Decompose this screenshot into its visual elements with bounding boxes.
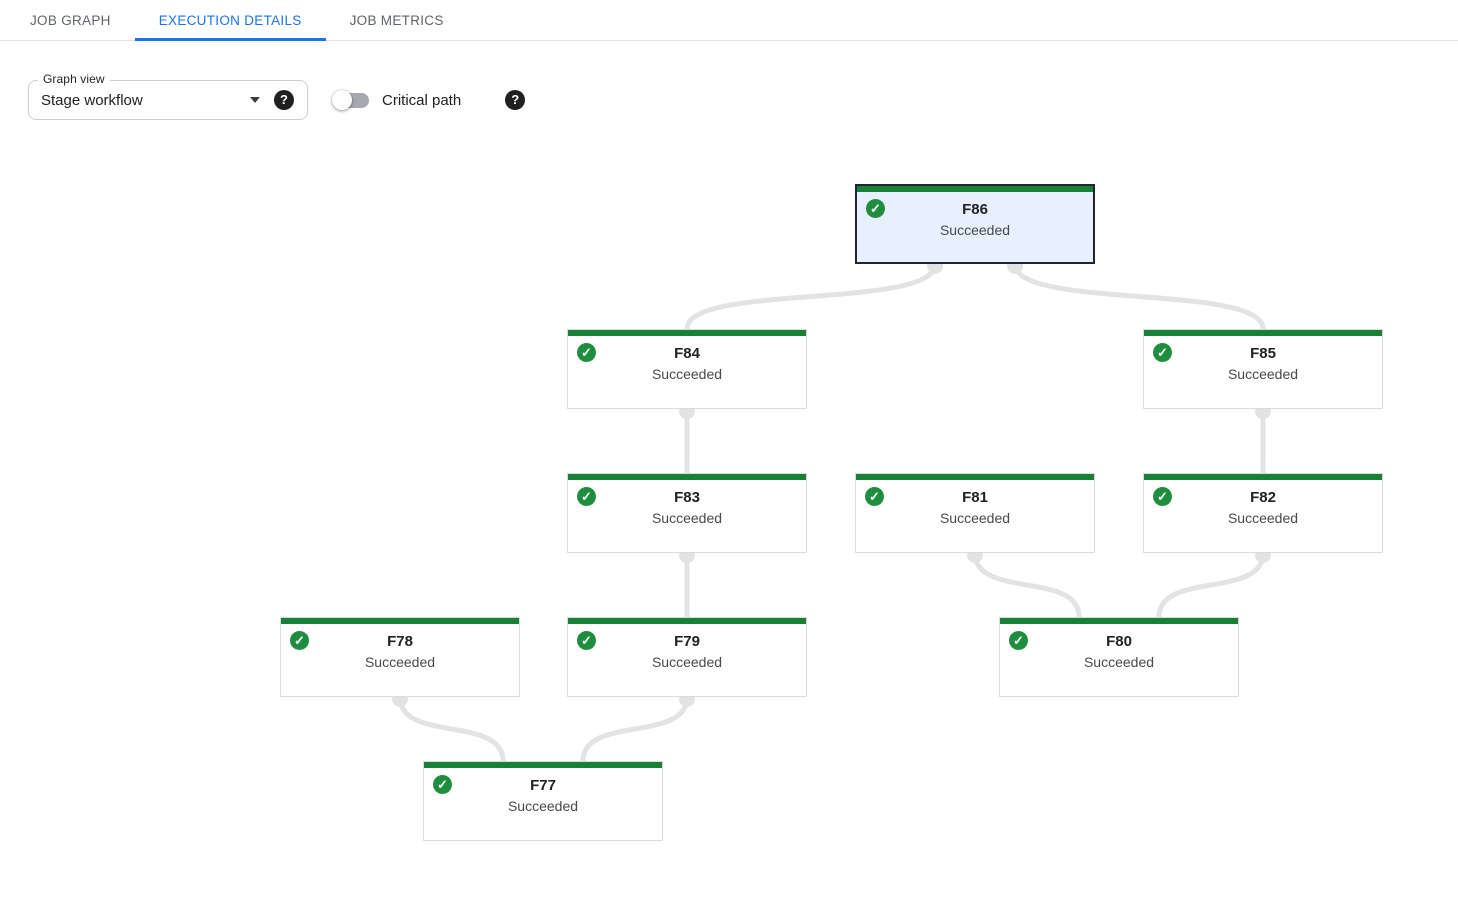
stage-name: F82 [1250,489,1276,506]
status-bar [857,186,1093,192]
edge-f86-f84 [684,261,938,332]
toggle-thumb-icon [332,90,352,110]
succeeded-check-icon: ✓ [866,199,885,218]
edge-f81-f80 [972,550,1082,620]
stage-status: Succeeded [939,510,1011,526]
critical-path-label: Critical path [382,91,462,109]
succeeded-check-icon: ✓ [433,775,452,794]
status-bar [1144,330,1382,336]
succeeded-check-icon: ✓ [290,631,309,650]
stage-name: F85 [1250,345,1276,362]
graph-view-label: Graph view [38,72,110,86]
succeeded-check-icon: ✓ [577,631,596,650]
stage-name: F78 [387,633,413,650]
stage-name: F83 [674,489,700,506]
graph-view-help-icon[interactable]: ? [274,90,294,110]
stage-name: F86 [962,201,988,218]
succeeded-check-icon: ✓ [577,487,596,506]
stage-status: Succeeded [651,654,723,670]
stage-name: F79 [674,633,700,650]
critical-path-toggle[interactable] [332,90,370,110]
status-bar [568,618,806,624]
status-bar [424,762,662,768]
graph-view-value: Stage workflow [41,91,143,109]
succeeded-check-icon: ✓ [1009,631,1028,650]
stage-name: F84 [674,345,700,362]
graph-view-select[interactable]: Graph view Stage workflow ? [28,72,308,120]
status-bar [856,474,1094,480]
edge-f82-f80 [1156,550,1266,620]
tab-job-metrics[interactable]: JOB METRICS [349,12,444,28]
critical-path-help-icon[interactable]: ? [505,90,526,110]
edge-f86-f85 [1012,261,1266,332]
status-bar [281,618,519,624]
stage-name: F81 [962,489,988,506]
stage-status: Succeeded [507,798,579,814]
succeeded-check-icon: ✓ [577,343,596,362]
tab-execution-details[interactable]: EXECUTION DETAILS [134,0,326,41]
stage-status: Succeeded [651,510,723,526]
edge-f78-f77 [397,694,506,764]
tab-bar: JOB GRAPH EXECUTION DETAILS JOB METRICS [0,0,1458,41]
stage-status: Succeeded [939,222,1011,238]
status-bar [1144,474,1382,480]
status-bar [568,330,806,336]
chevron-down-icon [250,97,260,103]
stage-status: Succeeded [651,366,723,382]
succeeded-check-icon: ✓ [865,487,884,506]
succeeded-check-icon: ✓ [1153,487,1172,506]
succeeded-check-icon: ✓ [1153,343,1172,362]
stage-status: Succeeded [1083,654,1155,670]
tab-job-graph[interactable]: JOB GRAPH [30,12,111,28]
graph-controls: Graph view Stage workflow ? Critical pat… [28,72,1458,120]
status-bar [568,474,806,480]
edge-f79-f77 [580,694,690,764]
stage-name: F77 [530,777,556,794]
stage-status: Succeeded [1227,510,1299,526]
stage-name: F80 [1106,633,1132,650]
stage-status: Succeeded [364,654,436,670]
status-bar [1000,618,1238,624]
stage-status: Succeeded [1227,366,1299,382]
